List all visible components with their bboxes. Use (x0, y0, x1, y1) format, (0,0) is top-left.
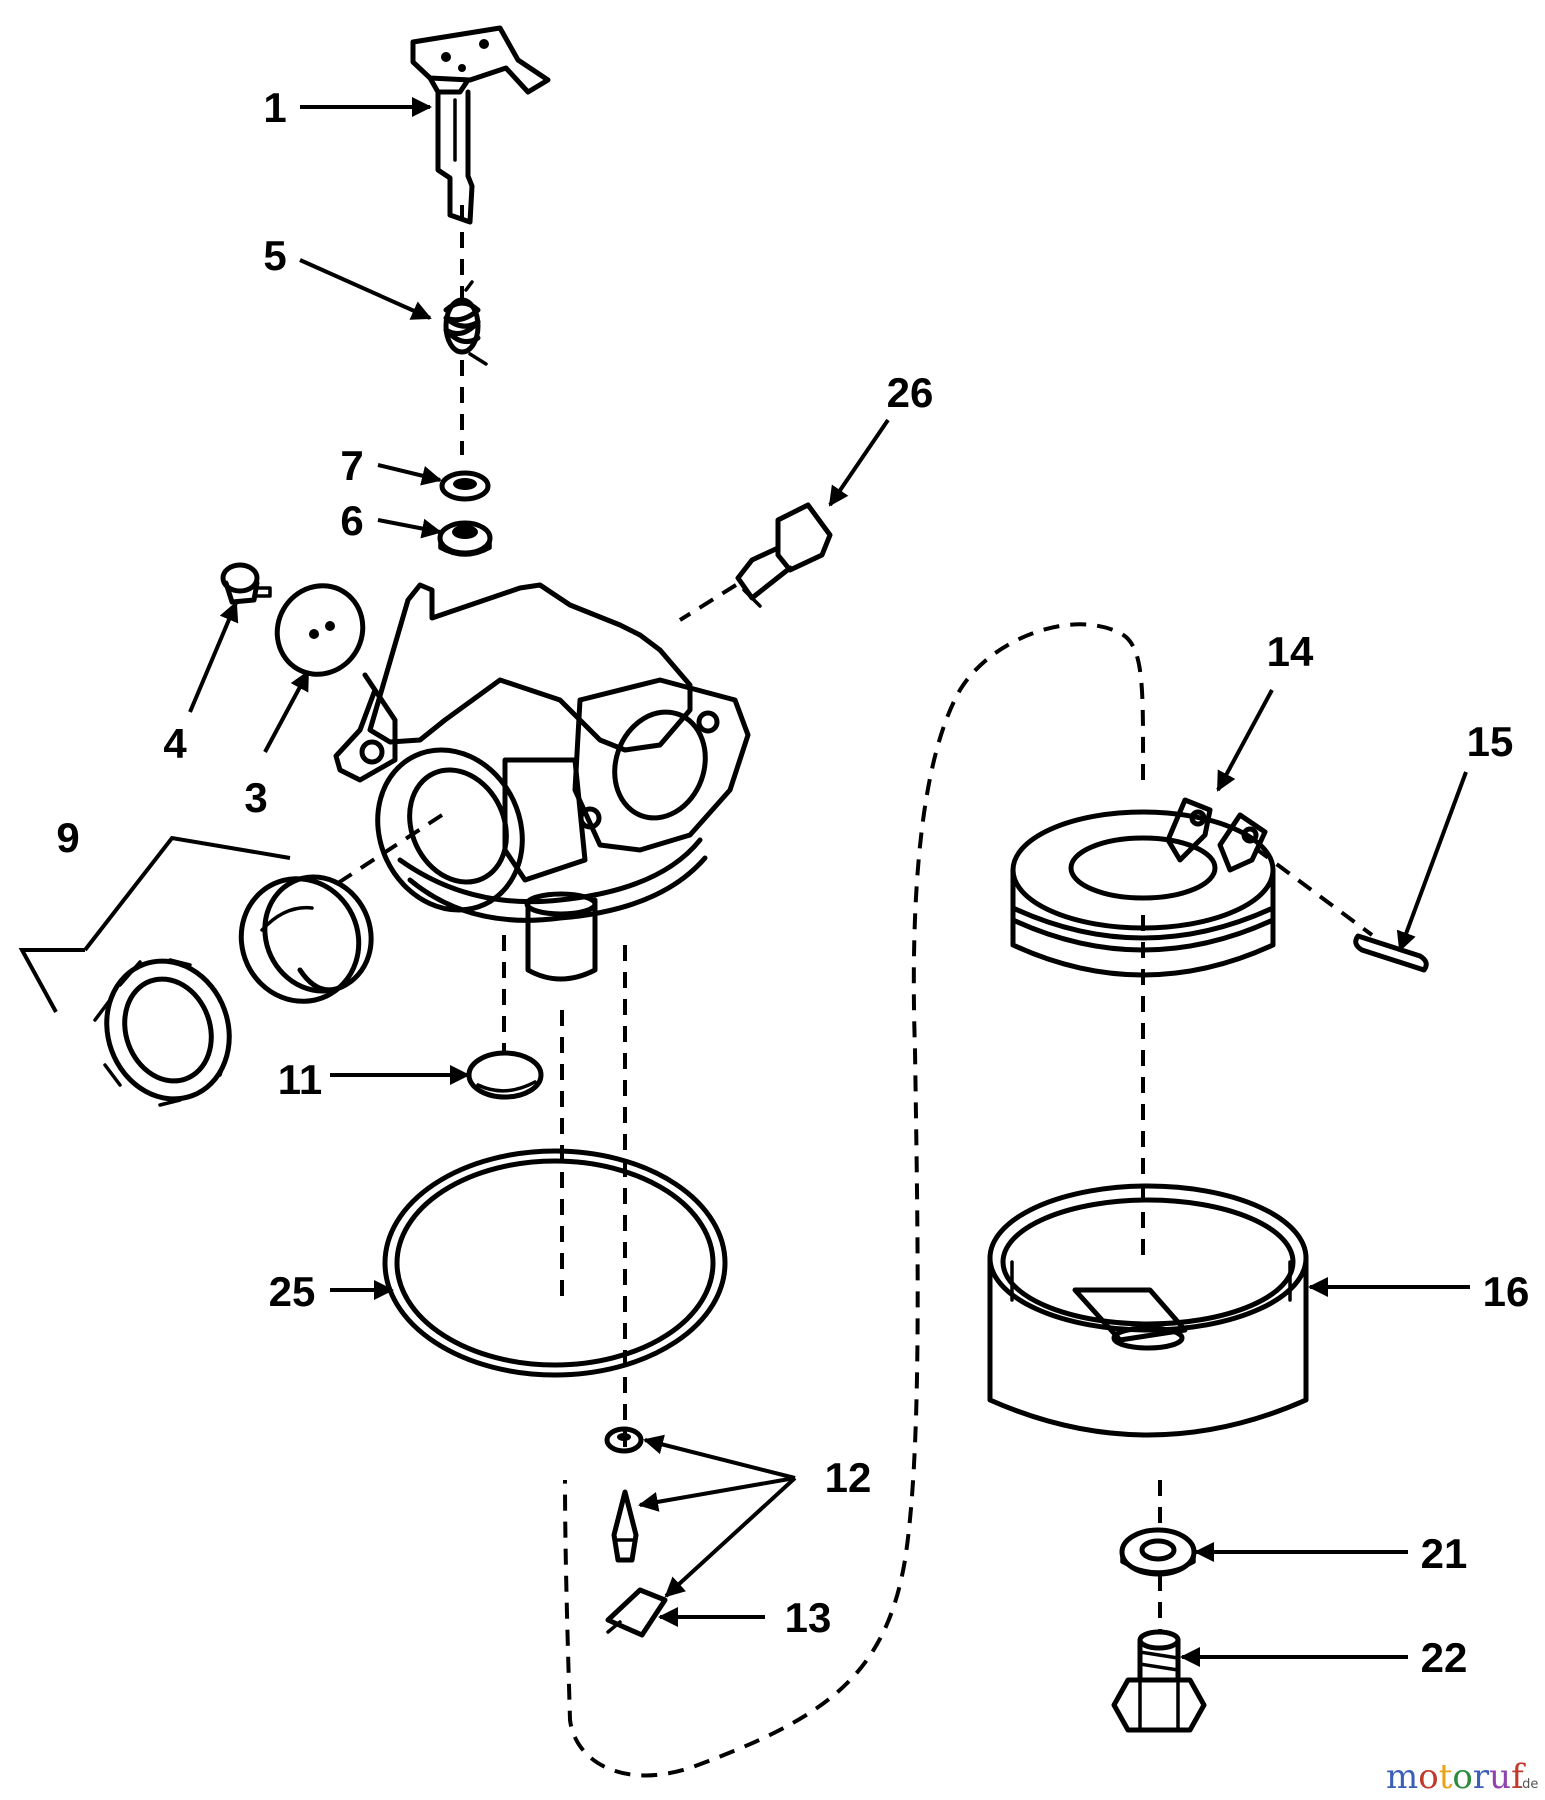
watermark-logo: motoruf .de (1386, 1757, 1538, 1797)
part-6-seal (437, 520, 493, 557)
callout-6: 6 (340, 497, 363, 544)
assembly-centerlines (333, 205, 1374, 1778)
callout-15: 15 (1467, 718, 1514, 765)
part-1-throttle-shaft (410, 25, 551, 225)
callout-1: 1 (263, 84, 286, 131)
callout-3: 3 (244, 774, 267, 821)
callout-numbers: 1 5 7 6 4 3 9 26 14 15 11 25 16 12 13 21… (56, 84, 1529, 1681)
part-9-primer-bulb (238, 874, 374, 1004)
callout-26: 26 (887, 369, 934, 416)
watermark-suffix: .de (1518, 1777, 1538, 1792)
part-22-bolt (1111, 1629, 1207, 1733)
part-4-screw (220, 562, 272, 605)
callout-11: 11 (278, 1056, 322, 1103)
callout-9: 9 (56, 814, 79, 861)
watermark-text: motoruf (1386, 1757, 1526, 1797)
part-15-hinge-pin (1353, 933, 1429, 973)
part-7-seal (439, 470, 491, 502)
part-13-clip (605, 1587, 668, 1638)
callout-13: 13 (785, 1594, 832, 1641)
part-11-plug (466, 1050, 544, 1100)
callout-21: 21 (1421, 1530, 1468, 1577)
part-14-float (1010, 797, 1276, 978)
callout-22: 22 (1421, 1634, 1468, 1681)
part-3-throttle-plate (274, 583, 366, 677)
part-26-fitting (735, 502, 833, 608)
leader-lines (18, 97, 1470, 1667)
part-9-retainer-ring (93, 958, 232, 1107)
callout-4: 4 (163, 720, 187, 767)
callout-14: 14 (1267, 628, 1314, 675)
part-16-float-bowl (987, 1183, 1309, 1438)
part-12-needle (611, 1489, 639, 1563)
part-25-gasket (382, 1148, 728, 1378)
callout-12: 12 (825, 1454, 872, 1501)
callout-5: 5 (263, 232, 286, 279)
carburetor-body (333, 582, 751, 982)
part-21-washer (1119, 1527, 1197, 1577)
callout-16: 16 (1483, 1268, 1530, 1315)
part-5-spring (443, 280, 488, 366)
part-12-washer (604, 1426, 644, 1454)
callout-7: 7 (340, 442, 363, 489)
callout-25: 25 (269, 1268, 316, 1315)
